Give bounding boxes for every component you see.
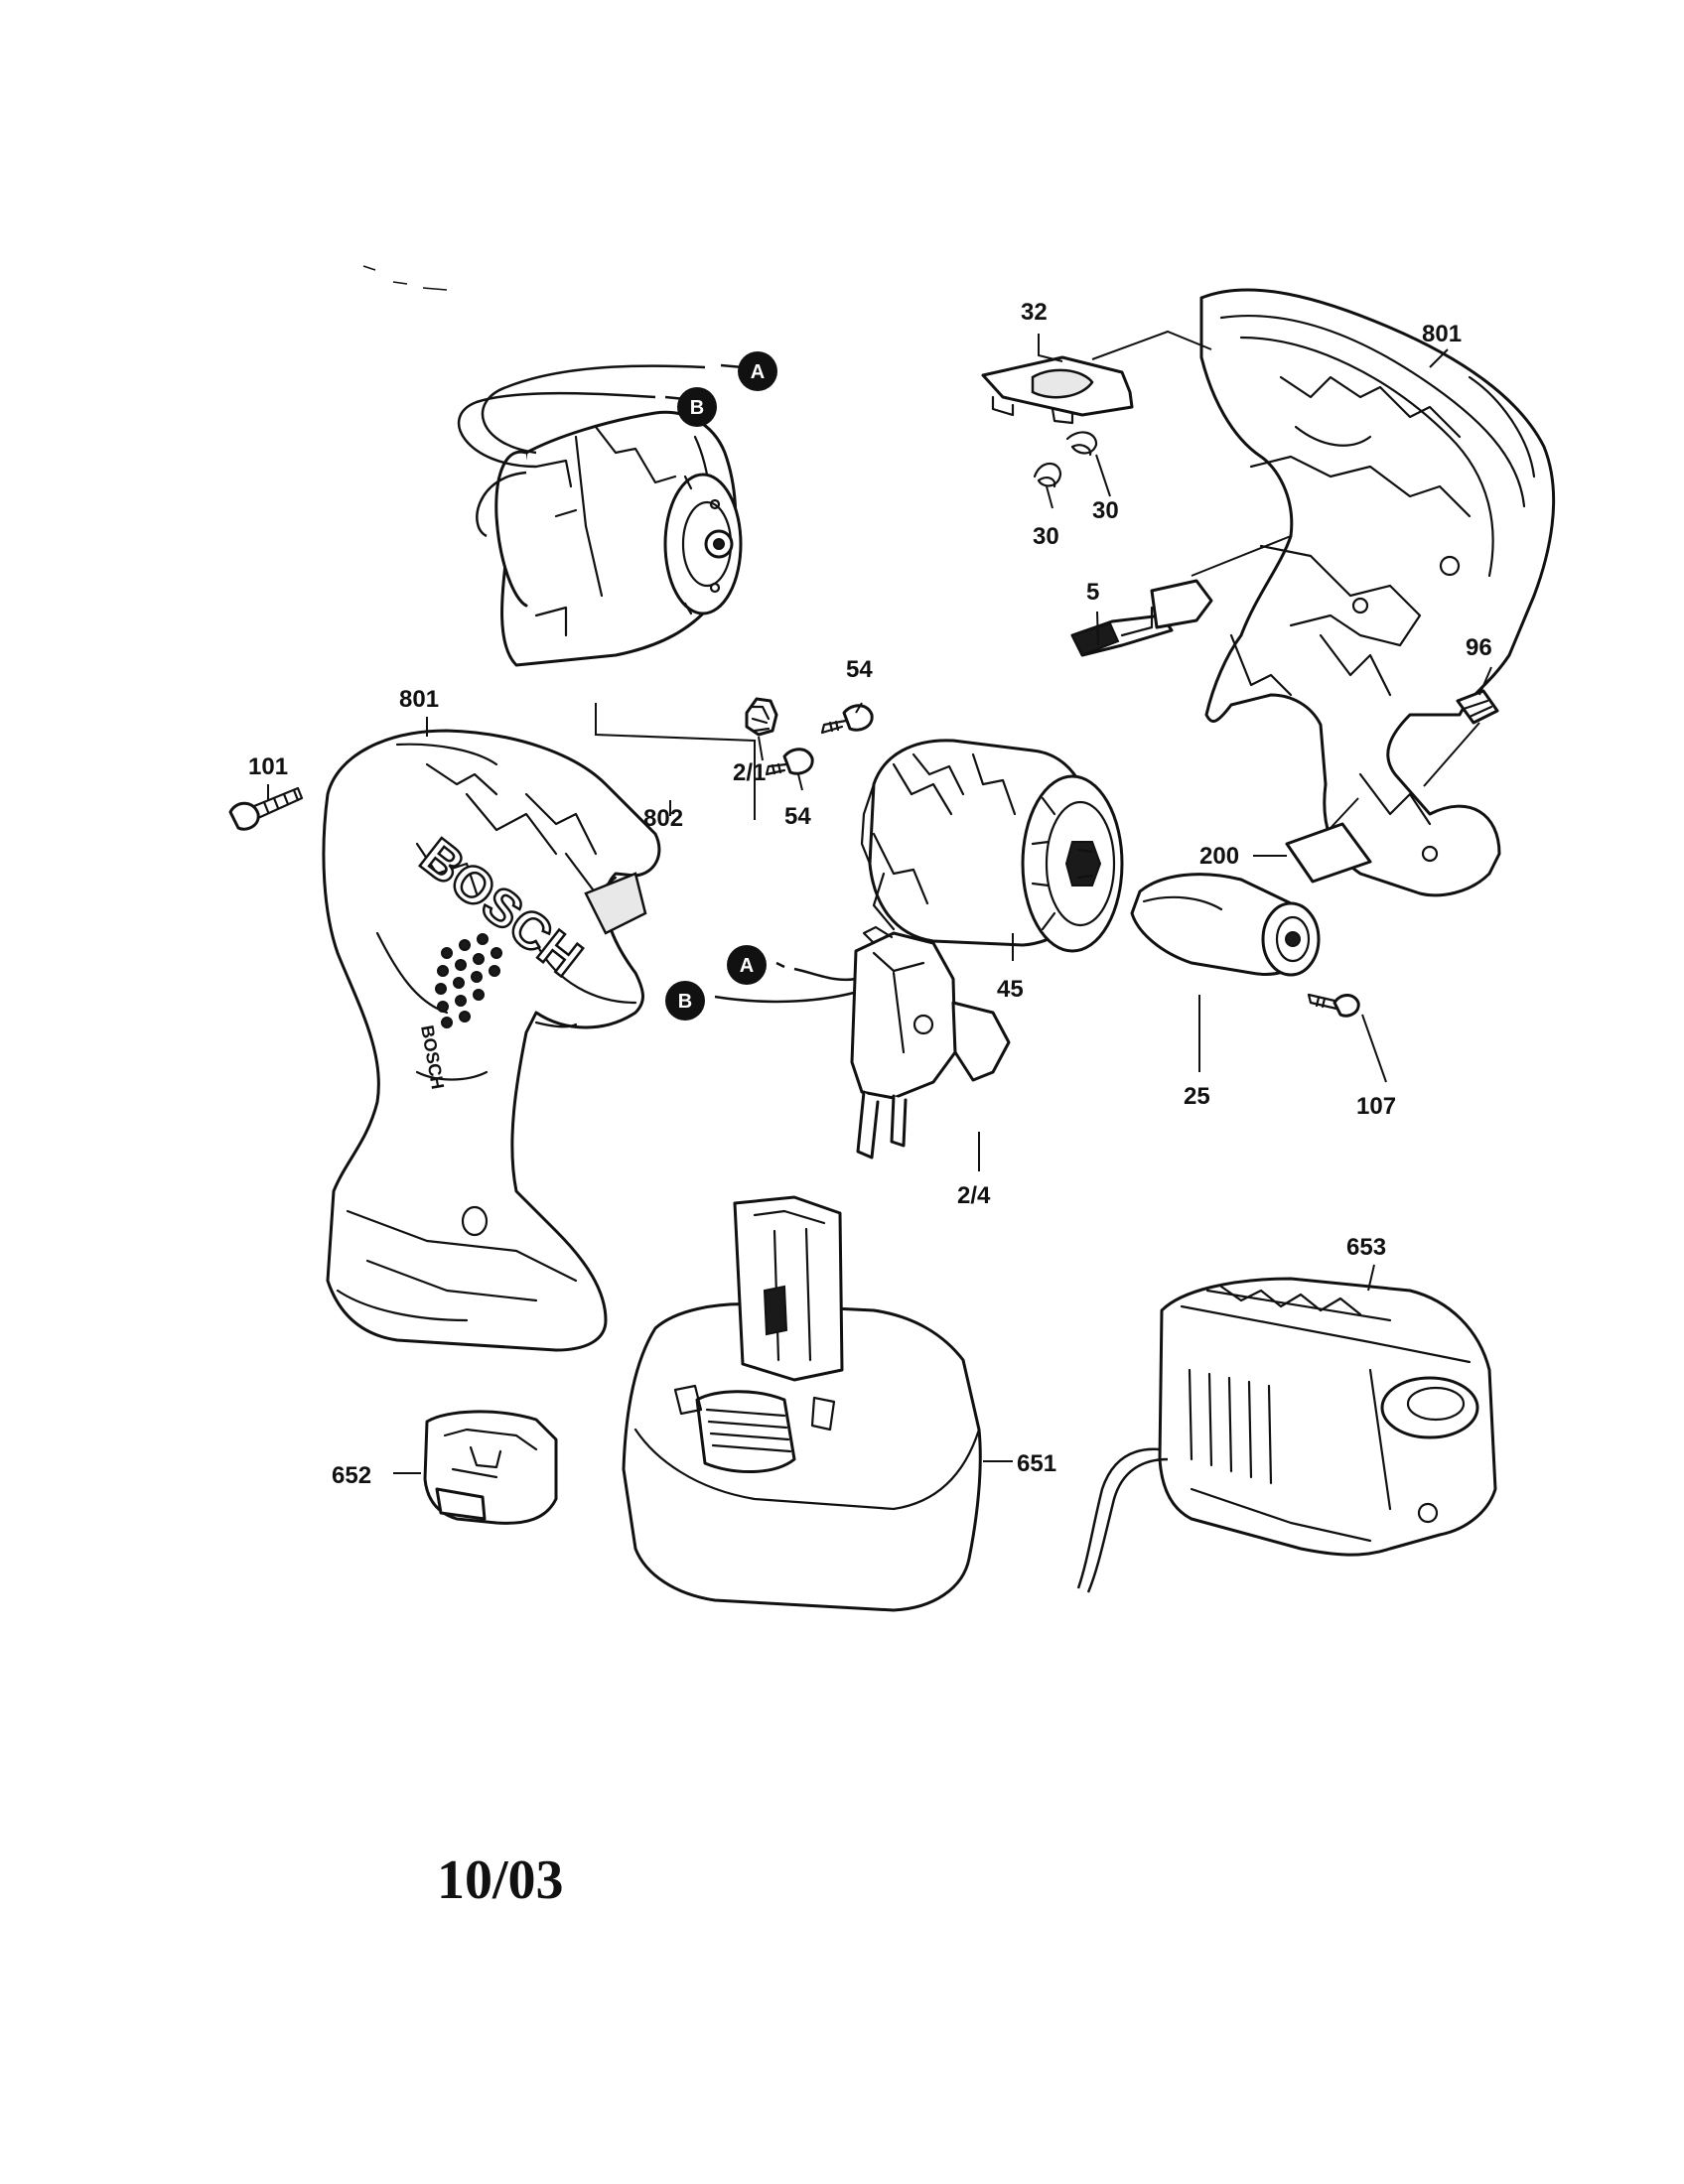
callout-802: 802 — [643, 805, 683, 832]
callout-801-top: 801 — [1422, 321, 1462, 347]
callout-54-bottom: 54 — [784, 803, 811, 830]
gearbox-part — [860, 739, 1124, 953]
callout-652: 652 — [332, 1462, 371, 1489]
label-plate-part — [1285, 822, 1372, 884]
svg-text:B: B — [678, 991, 692, 1013]
spring-part-left — [1033, 462, 1062, 488]
callout-107: 107 — [1356, 1093, 1396, 1120]
assembled-drill-housing: BOSCH BOSCH — [322, 729, 661, 1352]
connector-b-motor: B — [677, 387, 717, 427]
callout-45: 45 — [997, 976, 1024, 1003]
svg-text:B: B — [690, 397, 704, 419]
screw-part-54-top — [820, 704, 874, 735]
connector-a-switch: A — [727, 945, 767, 985]
pinion-gear-part — [745, 697, 778, 737]
grip-dots — [435, 933, 502, 1028]
date-code: 10/03 — [437, 1849, 564, 1911]
callout-96: 96 — [1466, 634, 1492, 661]
switch-cover-part — [981, 355, 1134, 425]
battery-charger-part — [1158, 1277, 1497, 1557]
small-block-part — [1456, 689, 1499, 725]
housing-screw-part — [228, 786, 304, 831]
switch-wires — [714, 961, 857, 1004]
screw-part-54-bottom — [765, 748, 814, 776]
callout-2-4: 2/4 — [957, 1182, 991, 1209]
callout-5: 5 — [1086, 579, 1099, 606]
leader-lines — [267, 330, 1492, 1474]
battery-pack-part — [622, 1195, 982, 1612]
callout-54-top: 54 — [846, 656, 873, 683]
motor-part — [494, 410, 743, 667]
scan-speck — [362, 265, 448, 291]
callout-801-left: 801 — [399, 686, 439, 713]
chuck-part — [1130, 873, 1321, 977]
battery-cap-part — [423, 1410, 558, 1525]
callout-25: 25 — [1184, 1083, 1210, 1110]
housing-half-right — [1199, 288, 1556, 897]
callout-200: 200 — [1199, 843, 1239, 870]
callout-2-1: 2/1 — [733, 759, 766, 786]
callout-30-left: 30 — [1033, 523, 1059, 550]
callout-653: 653 — [1346, 1234, 1386, 1261]
callout-651: 651 — [1017, 1450, 1056, 1477]
chuck-screw-part — [1307, 993, 1360, 1018]
connector-a-motor: A — [738, 351, 777, 391]
callout-30-right: 30 — [1092, 497, 1119, 524]
spring-part-right — [1065, 431, 1098, 457]
connector-b-switch: B — [665, 981, 705, 1021]
callout-32: 32 — [1021, 299, 1048, 326]
svg-text:A: A — [740, 955, 754, 977]
charger-cord — [1076, 1447, 1169, 1593]
svg-text:A: A — [751, 361, 765, 383]
trigger-switch-part — [850, 925, 1011, 1160]
callout-labels: 32 801 30 30 5 96 200 54 54 2/1 802 801 … — [248, 299, 1492, 1489]
callout-101: 101 — [248, 753, 288, 780]
